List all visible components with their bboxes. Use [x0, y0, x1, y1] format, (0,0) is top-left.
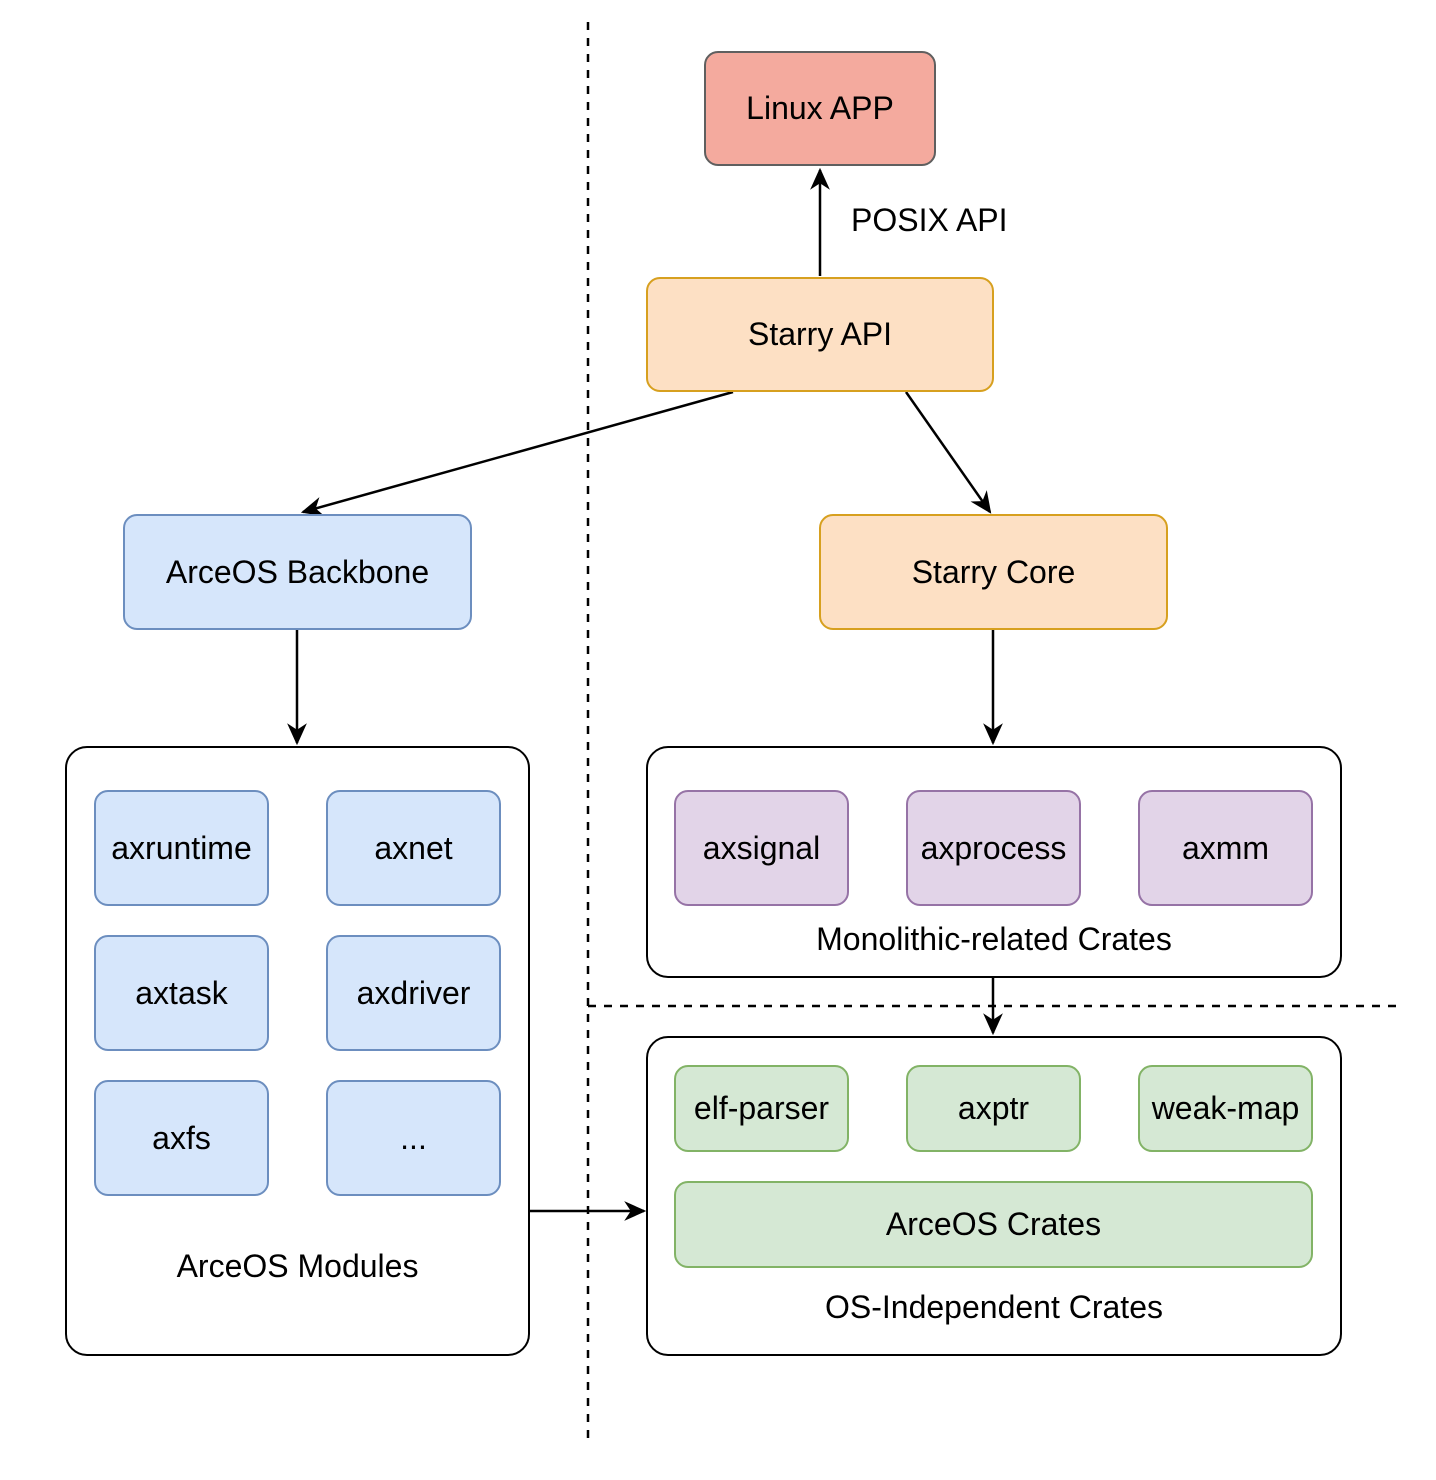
starry-api-node: Starry API: [646, 277, 994, 392]
monolithic-crate-label: axsignal: [702, 829, 821, 866]
monolithic-crate-item: axmm: [1138, 790, 1313, 906]
independent-crate-item: elf-parser: [674, 1065, 849, 1152]
monolithic-crate-item: axsignal: [674, 790, 849, 906]
independent-crate-item: axptr: [906, 1065, 1081, 1152]
independent-crate-item: weak-map: [1138, 1065, 1313, 1152]
posix-api-label: POSIX API: [851, 202, 1008, 238]
module-item: axnet: [326, 790, 501, 906]
arceos-modules-caption: ArceOS Modules: [176, 1248, 419, 1284]
edge-starry-api-to-arceos-backbone: [300, 390, 734, 517]
module-item-label: axdriver: [356, 974, 471, 1011]
arceos-crates-label: ArceOS Crates: [885, 1206, 1102, 1242]
linux-app-label: Linux APP: [746, 90, 894, 126]
independent-crate-label: elf-parser: [693, 1090, 830, 1126]
edge-starry-api-to-starry-core: [904, 391, 992, 514]
module-item: ...: [326, 1080, 501, 1196]
starry-core-node: Starry Core: [819, 514, 1168, 630]
module-item: axdriver: [326, 935, 501, 1051]
module-item-label: axnet: [374, 829, 453, 866]
independent-crate-label: axptr: [957, 1090, 1030, 1126]
monolithic-crate-item: axprocess: [906, 790, 1081, 906]
os-independent-crates-caption: OS-Independent Crates: [825, 1289, 1163, 1325]
arceos-backbone-node: ArceOS Backbone: [123, 514, 472, 630]
module-item-label: ...: [400, 1119, 427, 1156]
module-item-label: axruntime: [111, 829, 252, 866]
arceos-crates-item: ArceOS Crates: [674, 1181, 1313, 1268]
module-item-label: axtask: [135, 974, 228, 1011]
starry-core-label: Starry Core: [911, 553, 1076, 590]
starry-api-label: Starry API: [747, 316, 893, 352]
module-item: axruntime: [94, 790, 269, 906]
monolithic-crate-label: axmm: [1181, 829, 1270, 866]
arceos-backbone-label: ArceOS Backbone: [165, 553, 430, 590]
monolithic-crate-label: axprocess: [920, 829, 1067, 866]
linux-app-node: Linux APP: [704, 51, 936, 166]
module-item: axfs: [94, 1080, 269, 1196]
module-item: axtask: [94, 935, 269, 1051]
module-item-label: axfs: [152, 1119, 211, 1156]
independent-crate-label: weak-map: [1151, 1090, 1300, 1126]
monolithic-crates-caption: Monolithic-related Crates: [816, 921, 1172, 957]
